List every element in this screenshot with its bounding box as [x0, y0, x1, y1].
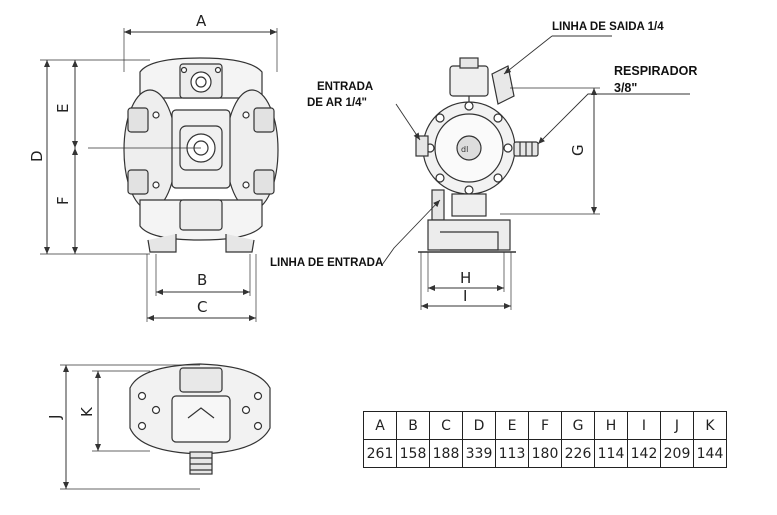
table-value-cell: 158: [396, 439, 430, 468]
table-value-cell: 144: [693, 439, 727, 468]
table-value-cell: 226: [561, 439, 595, 468]
dimensions-table: A B C D E F G H I J K 261 158 188 339 11…: [363, 411, 727, 468]
label-respirador-1: RESPIRADOR: [614, 64, 697, 78]
table-value-cell: 339: [462, 439, 496, 468]
table-header-cell: G: [561, 411, 595, 440]
table-value-cell: 180: [528, 439, 562, 468]
label-entrada-ar-2: DE AR 1/4": [307, 97, 367, 109]
side-view-dimensions: [381, 35, 690, 310]
dim-letter-B: B: [197, 271, 207, 289]
svg-text:dl: dl: [461, 145, 468, 154]
table-value-cell: 261: [363, 439, 397, 468]
table-header-cell: C: [429, 411, 463, 440]
dim-letter-E: E: [54, 104, 72, 113]
label-respirador-2: 3/8": [614, 81, 637, 95]
label-linha-saida: LINHA DE SAIDA 1/4: [552, 21, 664, 33]
dim-letter-D: D: [28, 150, 46, 162]
dim-letter-F: F: [54, 196, 72, 205]
table-header-cell: B: [396, 411, 430, 440]
dim-letter-H: H: [460, 269, 471, 287]
table-header-cell: I: [627, 411, 661, 440]
top-view: [129, 363, 271, 475]
table-value-cell: 113: [495, 439, 529, 468]
dim-letter-J: J: [46, 415, 64, 420]
dim-letter-K: K: [78, 406, 96, 417]
label-linha-entrada: LINHA DE ENTRADA: [270, 257, 383, 269]
table-header-cell: K: [693, 411, 727, 440]
side-view: dl: [415, 57, 539, 253]
table-value-row: 261 158 188 339 113 180 226 114 142 209 …: [363, 439, 727, 468]
table-value-cell: 114: [594, 439, 628, 468]
table-value-cell: 209: [660, 439, 694, 468]
label-entrada-ar-1: ENTRADA: [317, 81, 373, 93]
table-header-row: A B C D E F G H I J K: [363, 411, 727, 440]
table-header-cell: D: [462, 411, 496, 440]
table-value-cell: 142: [627, 439, 661, 468]
table-header-cell: E: [495, 411, 529, 440]
table-header-cell: H: [594, 411, 628, 440]
dim-letter-I: I: [463, 287, 467, 305]
dim-letter-C: C: [197, 298, 207, 316]
table-header-cell: J: [660, 411, 694, 440]
table-header-cell: F: [528, 411, 562, 440]
dim-letter-G: G: [569, 144, 587, 156]
top-view-dimensions: [60, 364, 200, 490]
dim-letter-A: A: [196, 12, 207, 30]
table-header-cell: A: [363, 411, 397, 440]
front-view: [88, 57, 279, 253]
table-value-cell: 188: [429, 439, 463, 468]
front-view-dimensions: [40, 28, 278, 322]
